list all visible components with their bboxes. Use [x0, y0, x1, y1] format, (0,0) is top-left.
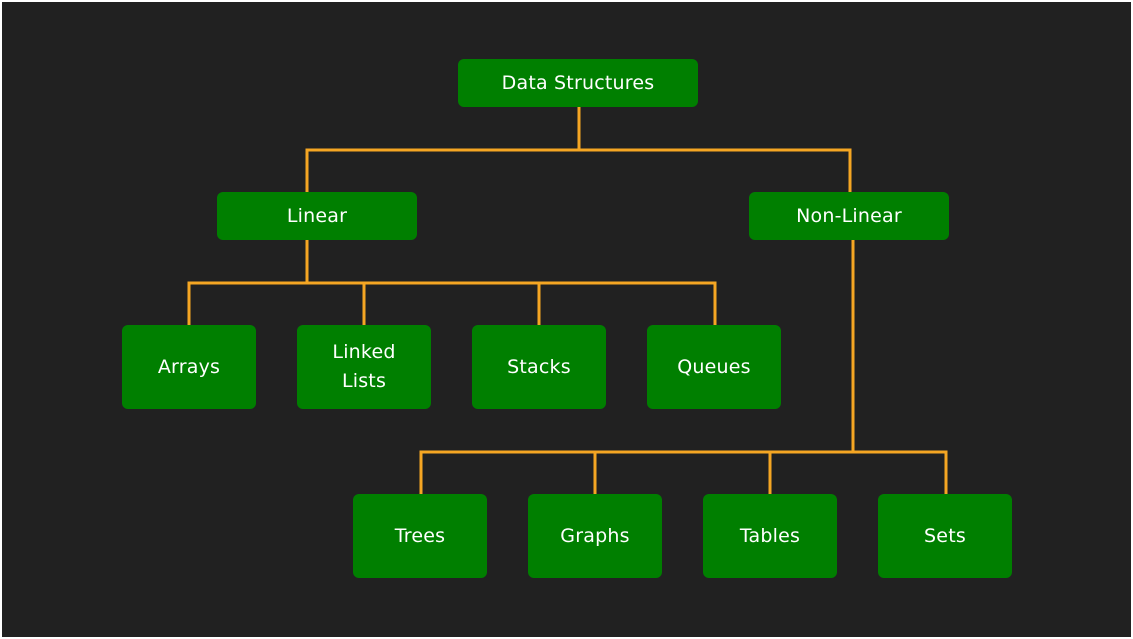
node-label: Trees [394, 524, 446, 547]
node-label: Arrays [157, 355, 221, 378]
node-linked-lists: Linked Lists [297, 325, 431, 409]
node-label: Non-Linear [796, 204, 902, 227]
node-sets: Sets [878, 494, 1012, 578]
node-label: Data Structures [501, 71, 655, 94]
node-label: Linked Lists [332, 341, 396, 392]
node-label: Linear [286, 204, 348, 227]
node-linear: Linear [217, 192, 417, 240]
node-trees: Trees [353, 494, 487, 578]
node-stacks: Stacks [472, 325, 606, 409]
node-label: Tables [739, 524, 801, 547]
node-graphs: Graphs [528, 494, 662, 578]
node-tables: Tables [703, 494, 837, 578]
node-non-linear: Non-Linear [749, 192, 949, 240]
node-label: Graphs [560, 524, 630, 547]
node-arrays: Arrays [122, 325, 256, 409]
node-queues: Queues [647, 325, 781, 409]
node-label: Queues [677, 355, 751, 378]
node-data-structures: Data Structures [458, 59, 698, 107]
node-label: Stacks [507, 355, 571, 378]
node-label: Sets [924, 524, 966, 547]
